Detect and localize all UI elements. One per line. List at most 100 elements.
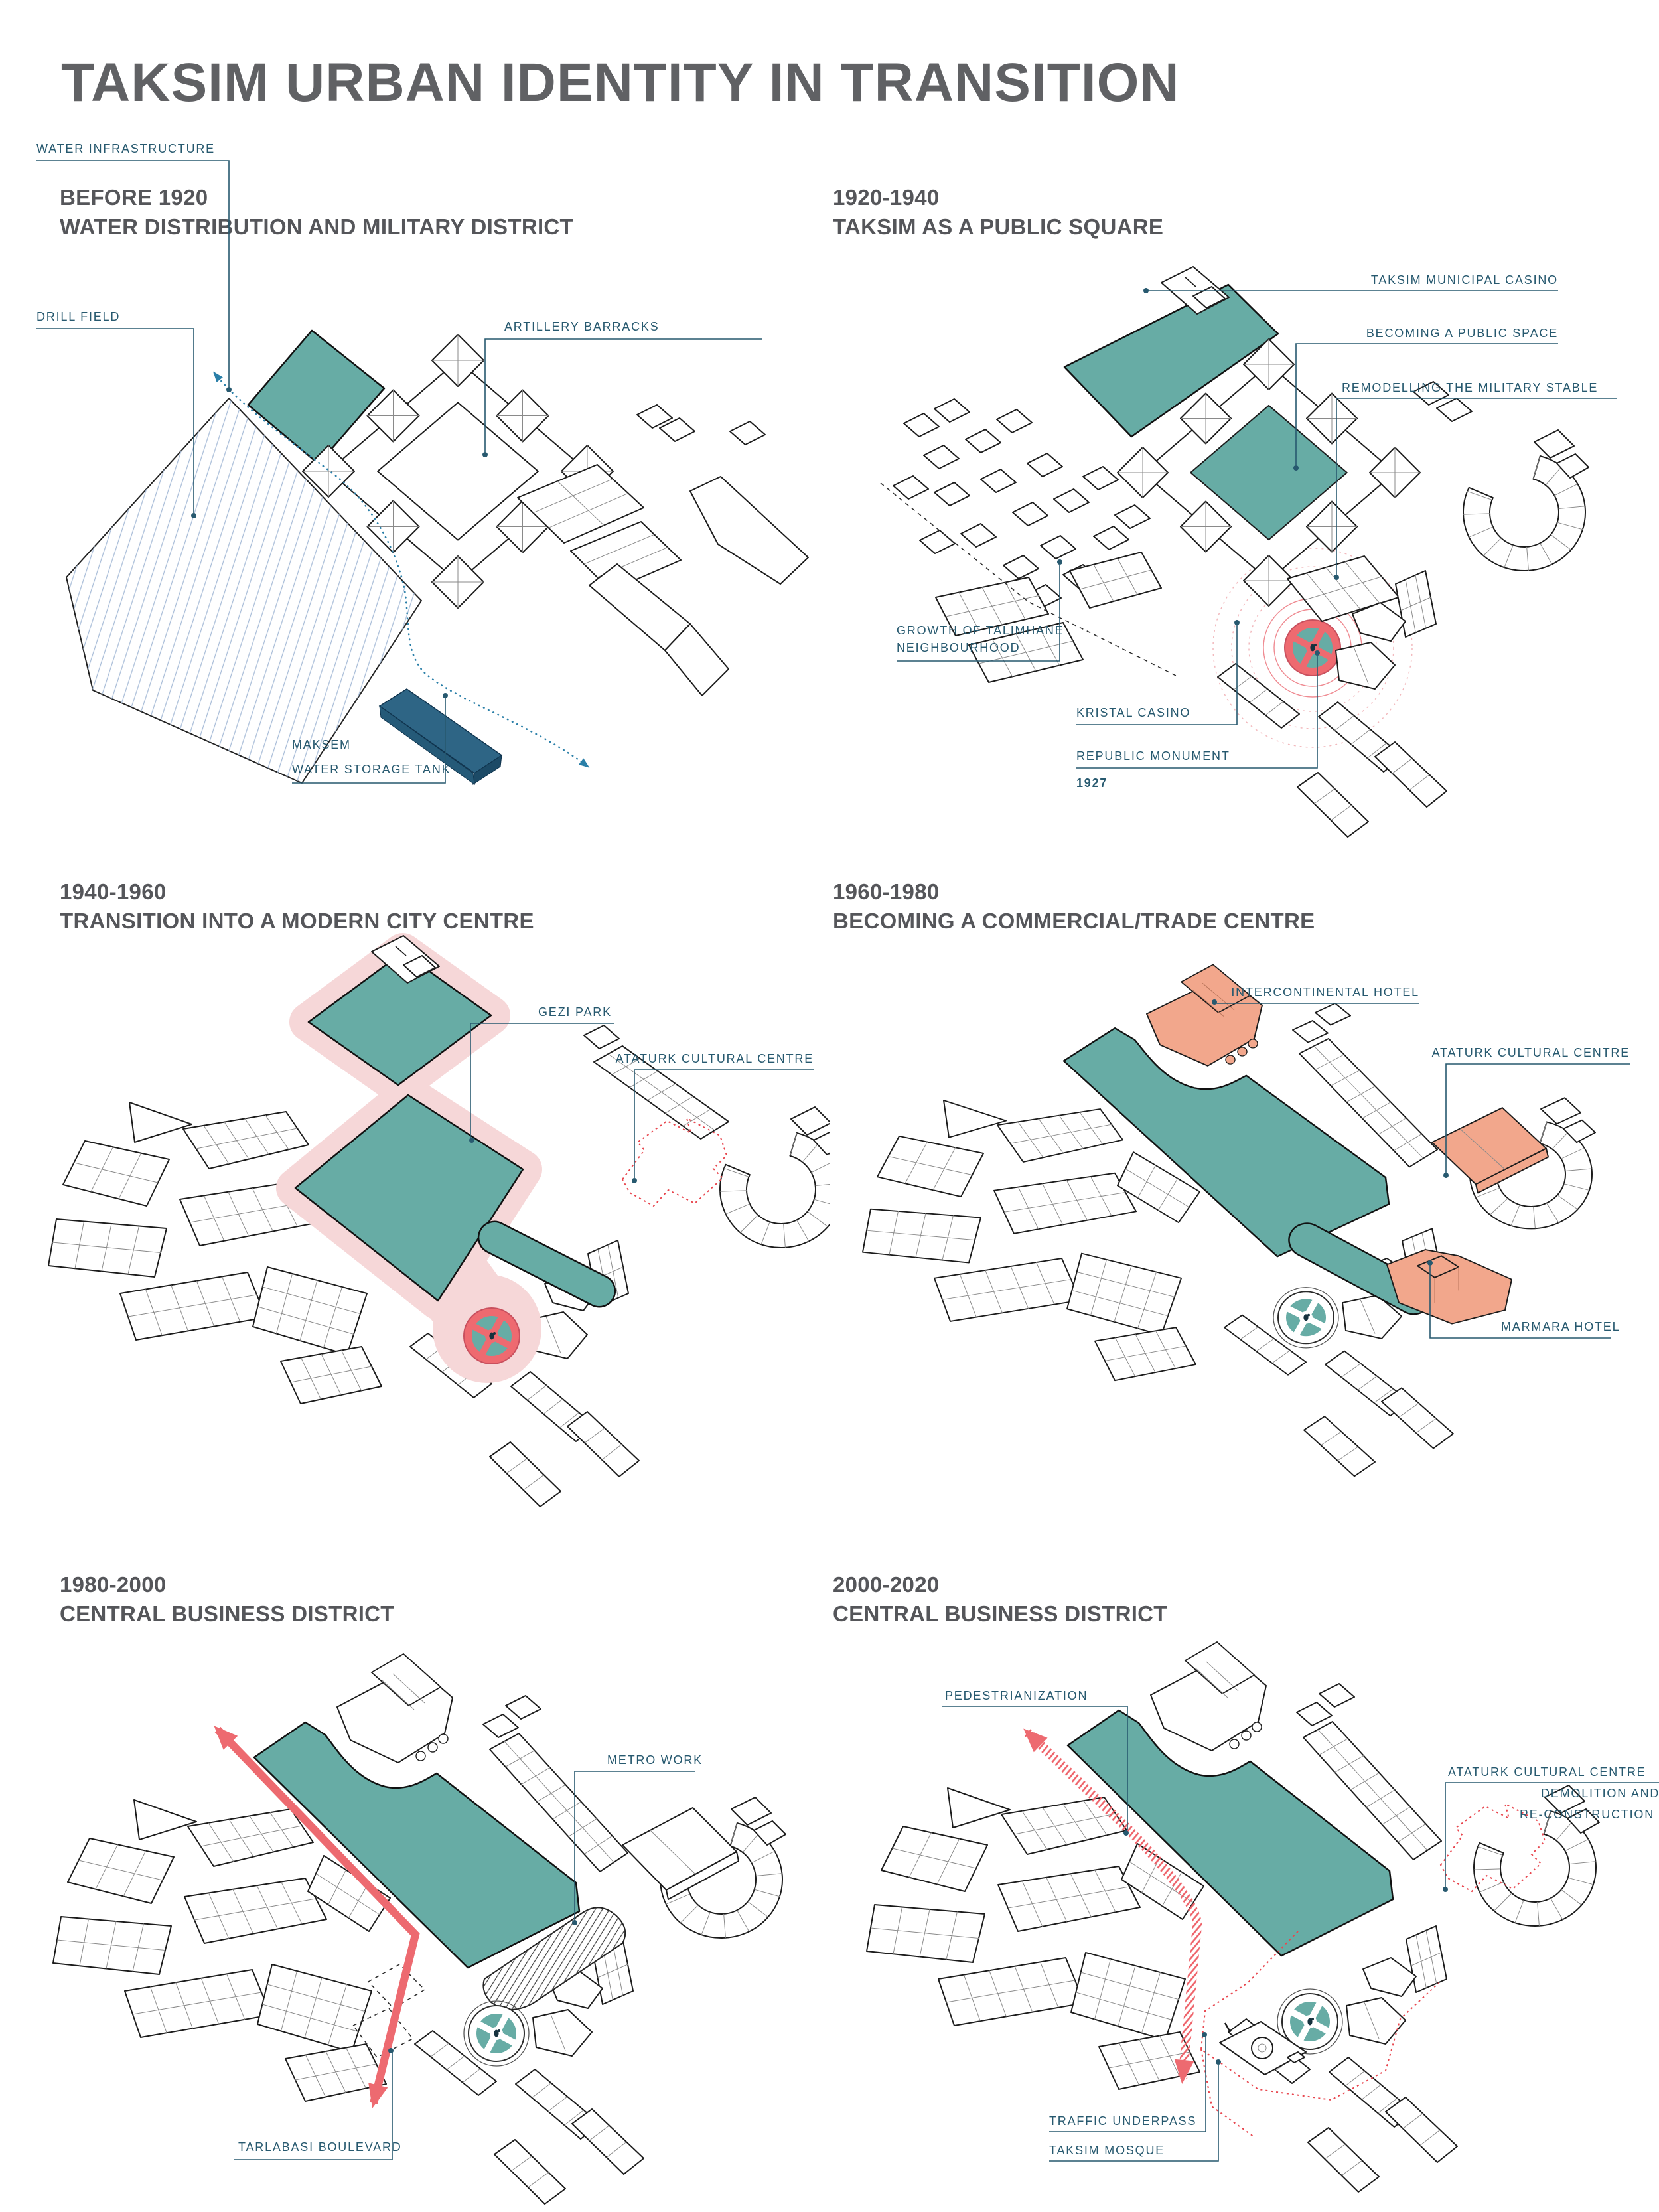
city-block — [52, 1916, 172, 1975]
republic-monument — [463, 1307, 520, 1364]
marmara-hotel-building — [1386, 1249, 1512, 1325]
city-block — [62, 1140, 170, 1207]
label-traffic-underpass: TRAFFIC UNDERPASS — [1049, 2032, 1207, 2132]
label-remodelling-military-stable: REMODELLING THE MILITARY STABLE — [1334, 381, 1617, 580]
curved-building-row — [1463, 429, 1589, 571]
subtitle-1980-2000: CENTRAL BUSINESS DISTRICT — [60, 1601, 394, 1626]
gezi-park — [1062, 1027, 1390, 1258]
city-block — [124, 1969, 271, 2038]
svg-text:ATATURK CULTURAL CENTRE: ATATURK CULTURAL CENTRE — [1432, 1046, 1630, 1059]
city-block — [938, 1957, 1085, 2026]
label-tarlabasi-boulevard: TARLABASI BOULEVARD — [234, 2048, 401, 2160]
heading-before-1920: BEFORE 1920 WATER DISTRIBUTION AND MILIT… — [60, 183, 573, 242]
base-city — [866, 1641, 1600, 2193]
heading-1920-1940: 1920-1940 TAKSIM AS A PUBLIC SQUARE — [833, 183, 1163, 242]
city-block — [1094, 1327, 1196, 1382]
city-block — [993, 1172, 1137, 1234]
curved-building-row — [660, 1797, 786, 1939]
city-block — [48, 1218, 167, 1278]
taksim-mosque-building — [1219, 2021, 1307, 2075]
label-metro-work: METRO WORK — [572, 1753, 701, 1925]
city-block — [571, 2108, 644, 2175]
svg-text:TAKSIM MOSQUE: TAKSIM MOSQUE — [1049, 2144, 1165, 2157]
svg-text:MARMARA HOTEL: MARMARA HOTEL — [1501, 1320, 1620, 1333]
city-block — [593, 1045, 729, 1140]
city-block — [935, 577, 1049, 636]
city-block — [1297, 772, 1369, 838]
map-1940-1960: GEZI PARK ATATURK CULTURAL CENTRE — [48, 933, 830, 1507]
map-1920-1940-content — [880, 266, 1589, 838]
base-city — [862, 964, 1596, 1477]
before-1920-map — [66, 329, 809, 786]
label-pedestrianization: PEDESTRIANIZATION — [942, 1689, 1129, 1836]
label-republic-monument: REPUBLIC MONUMENT 1927 — [1076, 650, 1320, 790]
map-1920-1940: TAKSIM MUNICIPAL CASINO BECOMING A PUBLI… — [880, 266, 1617, 838]
city-block — [252, 1266, 368, 1355]
heading-1980-2000: 1980-2000 CENTRAL BUSINESS DISTRICT — [60, 1570, 394, 1629]
city-block — [489, 1733, 628, 1872]
city-block — [567, 1411, 640, 1477]
curved-building-row — [1469, 1097, 1596, 1230]
city-block — [1224, 1314, 1307, 1376]
city-block — [1070, 1952, 1186, 2041]
svg-text:ARTILLERY BARRACKS: ARTILLERY BARRACKS — [504, 320, 660, 333]
map-2000-2020: PEDESTRIANIZATION ATATURK CULTURAL CENTR… — [866, 1641, 1659, 2193]
artillery-barracks-building — [1117, 338, 1421, 607]
label-ataturk-cultural-centre: ATATURK CULTURAL CENTRE — [1432, 1046, 1630, 1178]
heading-2000-2020: 2000-2020 CENTRAL BUSINESS DISTRICT — [833, 1570, 1167, 1629]
city-block — [187, 1808, 314, 1867]
city-block — [489, 1441, 561, 1507]
city-block — [67, 1838, 175, 1904]
republic-monument — [1212, 548, 1413, 748]
label-acc-demolition: ATATURK CULTURAL CENTRE DEMOLITION AND R… — [1443, 1765, 1659, 1892]
metro-work-area — [482, 1907, 626, 2010]
water-line — [213, 371, 590, 768]
svg-text:INTERCONTINENTAL HOTEL: INTERCONTINENTAL HOTEL — [1231, 986, 1419, 999]
acc-site-dotted-outline — [1439, 1803, 1546, 1893]
svg-text:KRISTAL CASINO: KRISTAL CASINO — [1076, 706, 1190, 719]
label-talimhane-growth: GROWTH OF TALIMHANE NEIGHBOURHOOD — [897, 559, 1063, 662]
city-block — [1299, 1038, 1438, 1168]
label-taksim-mosque: TAKSIM MOSQUE — [1049, 2059, 1221, 2162]
city-block — [1303, 1721, 1442, 1860]
talimhane-blocks — [866, 1787, 1204, 2090]
subtitle-1960-1980: BECOMING A COMMERCIAL/TRADE CENTRE — [833, 909, 1315, 933]
label-drill-field: DRILL FIELD — [36, 310, 196, 518]
map-before-1920: WATER INFRASTRUCTURE DRILL FIELD ARTILLE… — [36, 142, 809, 786]
pedestrianization-path — [1023, 1728, 1202, 2084]
svg-text:REPUBLIC MONUMENT: REPUBLIC MONUMENT — [1076, 749, 1230, 763]
city-block — [182, 1111, 309, 1169]
city-block — [866, 1904, 985, 1963]
municipal-casino-building — [371, 935, 440, 984]
city-block — [1303, 1416, 1376, 1477]
map-1980-2000: METRO WORK TARLABASI BOULEVARD — [52, 1653, 786, 2205]
ataturk-cultural-centre-building — [622, 1807, 739, 1900]
city-block — [1307, 2127, 1380, 2193]
subtitle-before-1920: WATER DISTRIBUTION AND MILITARY DISTRICT — [60, 214, 574, 239]
acc-site-dotted-outline — [621, 1117, 728, 1207]
city-block — [862, 1208, 981, 1264]
city-block — [881, 1826, 988, 1892]
svg-text:GEZI PARK: GEZI PARK — [538, 1005, 612, 1019]
north-east-building-row — [1292, 1003, 1438, 1168]
period-1920-1940: 1920-1940 — [833, 185, 940, 210]
city-block — [280, 1346, 382, 1404]
svg-text:ATATURK CULTURAL CENTRE: ATATURK CULTURAL CENTRE — [1448, 1765, 1646, 1779]
city-block — [997, 1108, 1123, 1163]
svg-text:TAKSIM MUNICIPAL CASINO: TAKSIM MUNICIPAL CASINO — [1371, 273, 1558, 287]
south-building-cluster — [1217, 570, 1447, 838]
svg-text:BECOMING A PUBLIC SPACE: BECOMING A PUBLIC SPACE — [1366, 327, 1558, 340]
city-block — [494, 2139, 566, 2205]
city-block — [934, 1258, 1081, 1322]
svg-text:DEMOLITION AND: DEMOLITION AND — [1541, 1787, 1659, 1800]
label-intercontinental-hotel: INTERCONTINENTAL HOTEL — [1212, 986, 1419, 1005]
svg-text:RE-CONSTRUCTION: RE-CONSTRUCTION — [1520, 1808, 1654, 1821]
city-block — [968, 622, 1084, 683]
city-block — [1381, 1387, 1454, 1449]
label-artillery-barracks: ARTILLERY BARRACKS — [482, 320, 762, 457]
period-1980-2000: 1980-2000 — [60, 1572, 167, 1597]
city-block — [1066, 1252, 1182, 1336]
tarlabasi-red-arrow — [214, 1726, 420, 2108]
label-gezi-park: GEZI PARK — [469, 1005, 614, 1143]
